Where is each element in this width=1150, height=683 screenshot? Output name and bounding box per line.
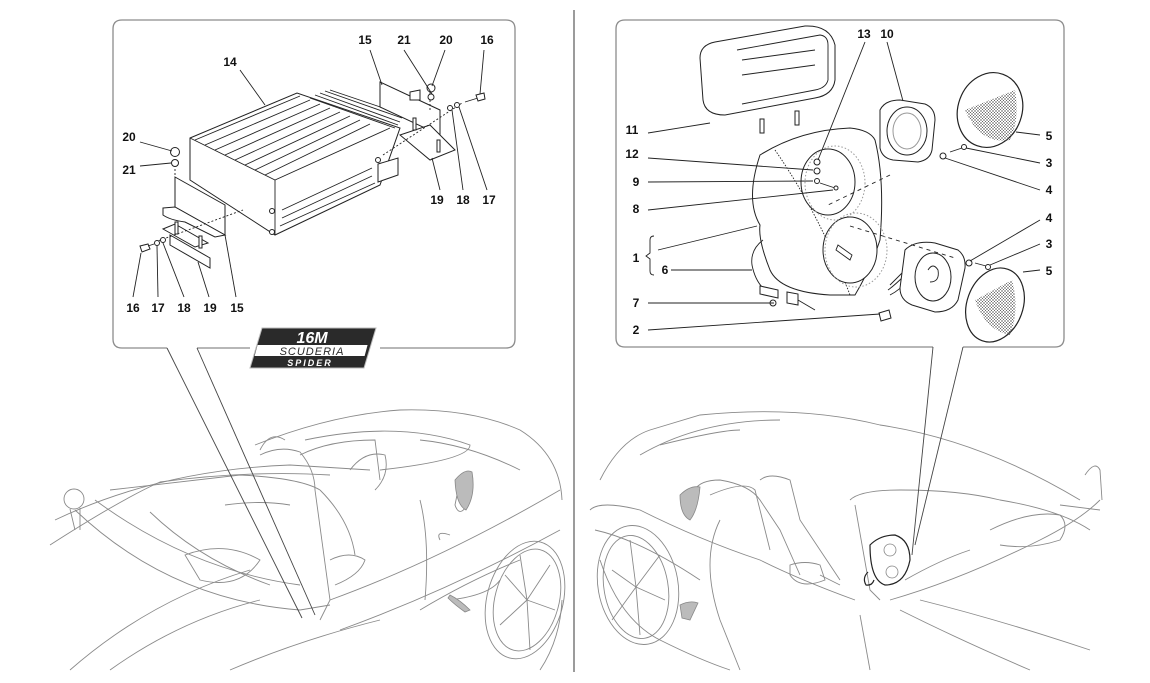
speaker-leader-lines	[647, 41, 1041, 331]
callout-18: 18	[177, 301, 191, 315]
callout-19: 19	[203, 301, 217, 315]
callout-9: 9	[633, 175, 640, 189]
callout-16: 16	[126, 301, 140, 315]
badge-line2: SCUDERIA	[280, 346, 345, 358]
callout-5: 5	[1046, 129, 1053, 143]
scuderia-spider-badge: 16M SCUDERIA SPIDER	[249, 327, 377, 369]
callout-21: 21	[397, 33, 411, 47]
callout-14: 14	[223, 55, 237, 69]
car-coupe-wheel	[596, 525, 680, 645]
upper-speaker-grille	[956, 72, 1024, 148]
bracket-right	[379, 81, 486, 161]
callout-7: 7	[633, 296, 640, 310]
bracket-left	[139, 147, 244, 269]
callout-5: 5	[1046, 264, 1053, 278]
callout-19: 19	[430, 193, 444, 207]
callout-20: 20	[122, 130, 136, 144]
callout-3: 3	[1046, 156, 1053, 170]
callout-11: 11	[626, 123, 639, 137]
callout-2: 2	[633, 323, 640, 337]
callout-17: 17	[151, 301, 165, 315]
speaker-panel	[615, 19, 1065, 556]
callout-8: 8	[633, 202, 640, 216]
car-spider-side-vent	[447, 470, 474, 613]
amplifier-callouts: 14 15 21 20 16 20 21 19 18 17 16 17 18 1…	[122, 33, 496, 315]
callout-12: 12	[625, 147, 639, 161]
callout-15: 15	[358, 33, 372, 47]
brace-1	[645, 235, 655, 276]
lower-speaker	[849, 225, 991, 313]
car-coupe-outline	[589, 411, 1103, 671]
amplifier-unit	[189, 89, 405, 236]
callout-18: 18	[456, 193, 470, 207]
car-spider-wheel	[484, 540, 566, 660]
car-spider-outline	[49, 409, 563, 671]
callout-15: 15	[230, 301, 244, 315]
callout-21: 21	[122, 163, 136, 177]
callout-1: 1	[633, 251, 640, 265]
callout-10: 10	[880, 27, 894, 41]
callout-4: 4	[1046, 183, 1053, 197]
amplifier-leader-lines	[132, 49, 488, 298]
callout-13: 13	[857, 27, 871, 41]
amplifier-panel	[112, 19, 516, 619]
lower-speaker-grille	[965, 267, 1025, 343]
badge-line3: SPIDER	[287, 358, 333, 368]
upper-speaker	[827, 99, 967, 206]
callout-6: 6	[662, 263, 669, 277]
callout-20: 20	[439, 33, 453, 47]
car-coupe-side-vent	[679, 486, 701, 621]
badge-line1: 16M	[296, 330, 328, 347]
pod-cover	[699, 25, 836, 134]
callout-3: 3	[1046, 237, 1053, 251]
callout-17: 17	[482, 193, 496, 207]
callout-16: 16	[480, 33, 494, 47]
speaker-pod-body	[752, 127, 888, 296]
speaker-pod-location	[863, 534, 911, 586]
speaker-callouts: 13 10 11 5 12 3 9 4 8 4 1 3 6 5 7 2	[625, 27, 1052, 337]
callout-4: 4	[1046, 211, 1053, 225]
